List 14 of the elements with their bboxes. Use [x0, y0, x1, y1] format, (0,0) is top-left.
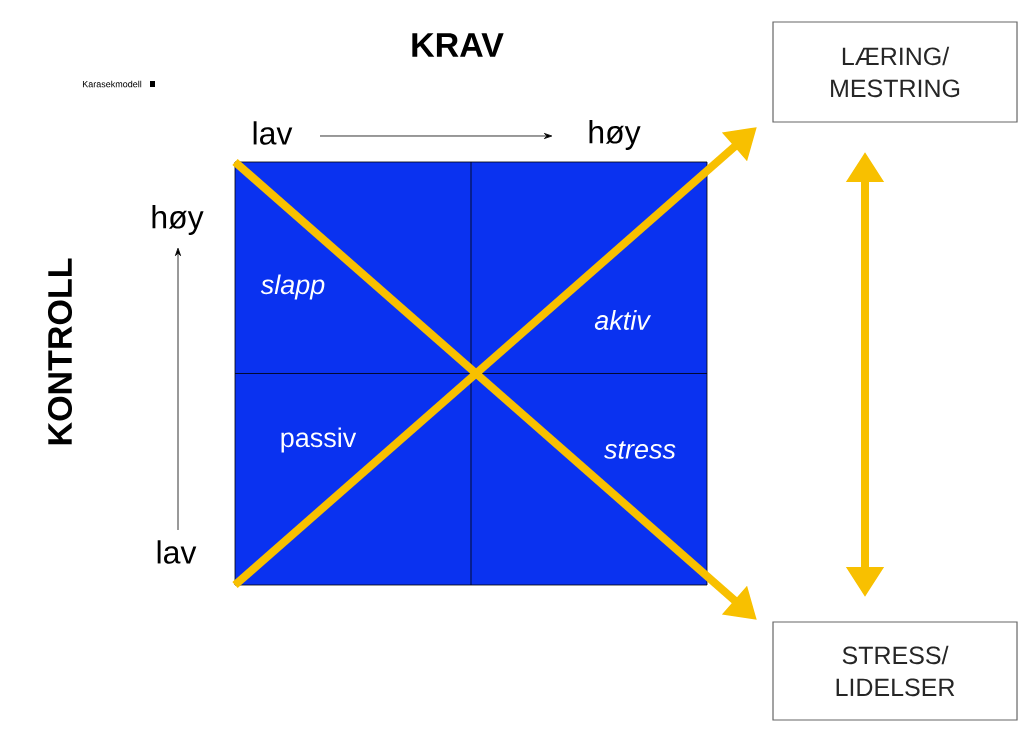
quadrant-label: passiv	[281, 427, 357, 453]
quadrant-label: aktiv	[594, 310, 652, 330]
axis-label: høy	[589, 120, 641, 150]
quadrant-label: slapp	[260, 274, 325, 300]
note: Karasekmodell	[82, 80, 142, 88]
axis-title: KONTROLL	[47, 258, 73, 445]
outcome-box: STRESS/ LIDELSER	[772, 621, 1018, 721]
outcome-box: LÆRING/ MESTRING	[772, 21, 1018, 123]
quadrant-grid	[234, 161, 708, 586]
axis-label: lav	[253, 121, 293, 145]
axis-title: KRAV	[412, 33, 504, 57]
quadrant-label: stress	[604, 441, 676, 459]
axis-label: høy	[152, 205, 204, 235]
axis-label: lav	[157, 540, 197, 564]
